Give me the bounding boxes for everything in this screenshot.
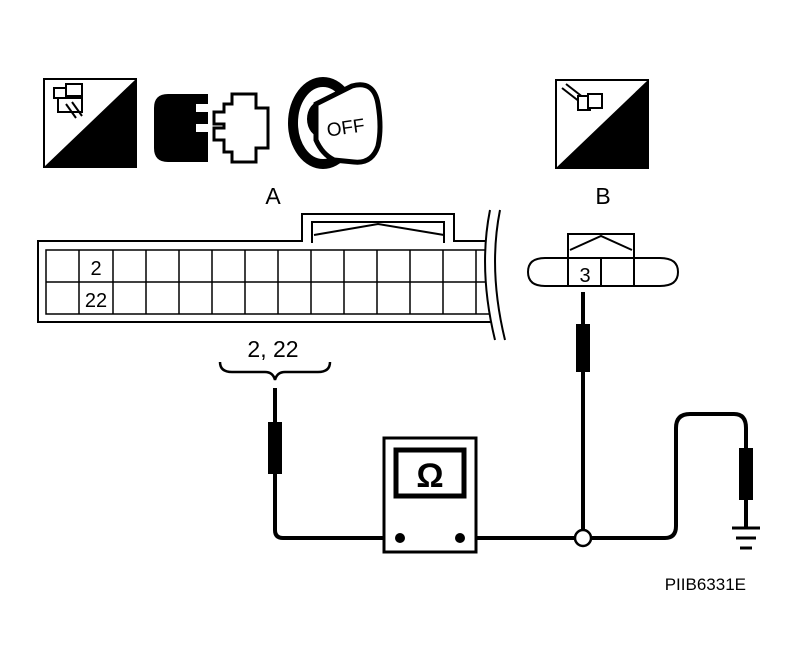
connector-b: 3 xyxy=(526,233,680,287)
terminal-side-icon: T.S. xyxy=(555,79,649,169)
ground-symbol xyxy=(732,526,760,550)
ignition-key-off-icon: OFF xyxy=(288,77,383,169)
terminal-22-label: 22 xyxy=(85,290,107,312)
ignition-off-label: OFF xyxy=(326,115,367,141)
meter-terminal-negative xyxy=(395,533,405,543)
probe-grip-a xyxy=(268,422,282,474)
figure-code: PIIB6331E xyxy=(665,575,746,594)
terminal-3-label: 3 xyxy=(579,265,590,287)
connector-disconnect-icon xyxy=(154,92,270,164)
harness-side-label: H.S. xyxy=(88,138,133,164)
probe-grip-b xyxy=(576,324,590,372)
terminal-2-label: 2 xyxy=(90,258,101,280)
connector-a-label: A xyxy=(265,183,281,209)
probe-terminals-label: 2, 22 xyxy=(247,336,298,362)
ohmmeter: Ω xyxy=(382,436,478,554)
probe-grip-ground xyxy=(739,448,753,500)
harness-side-icon: H.S. xyxy=(43,78,137,168)
meter-terminal-positive xyxy=(455,533,465,543)
wire-junction xyxy=(573,528,593,548)
ohm-symbol: Ω xyxy=(416,457,443,495)
terminal-side-label: T.S. xyxy=(600,139,640,165)
connector-b-label: B xyxy=(595,183,610,209)
connector-a: 2 22 xyxy=(37,209,520,341)
probe-brace xyxy=(218,361,332,381)
